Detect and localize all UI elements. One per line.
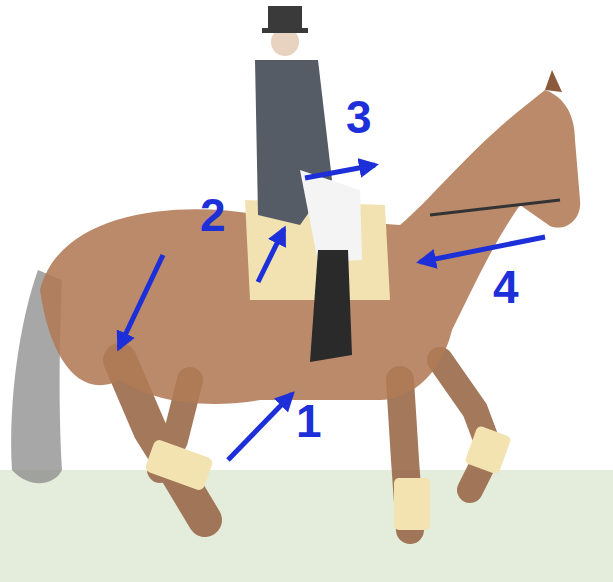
reins [430,200,560,215]
ear [545,70,562,92]
callout-number: 4 [493,264,519,310]
leg-bandages [144,425,512,530]
callout-number: 1 [296,398,322,444]
pointer-arrows [119,165,545,460]
rider-boot [310,250,352,362]
grass [0,470,613,582]
callout-number: 2 [200,192,226,238]
hat-brim [262,28,308,33]
callout-number: 3 [346,94,372,140]
rider-breeches [300,170,362,262]
